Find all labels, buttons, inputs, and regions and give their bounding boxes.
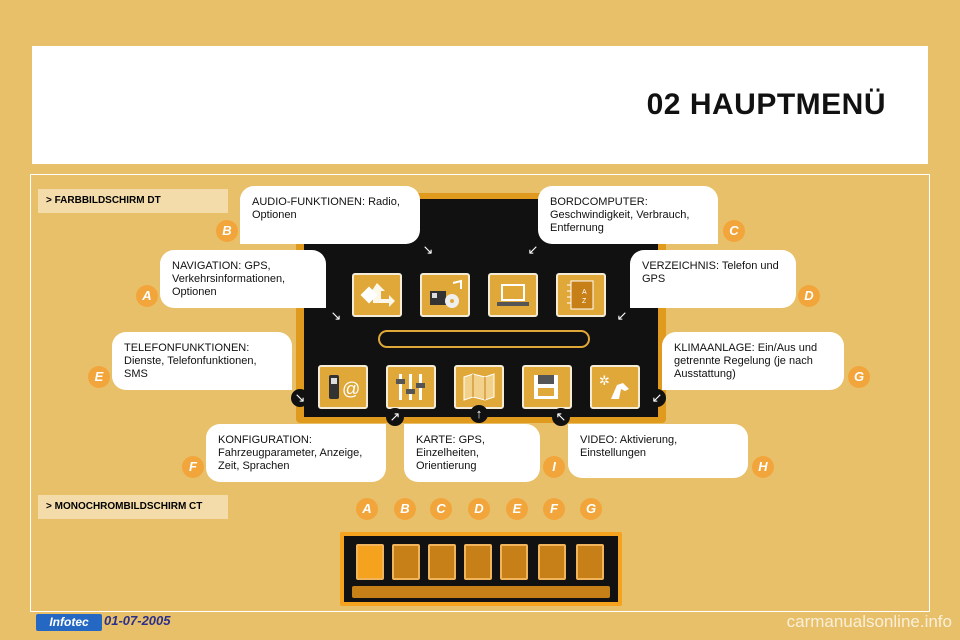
video-icon[interactable] (522, 365, 572, 409)
badge-a: A (136, 285, 158, 307)
watermark: carmanualsonline.info (786, 612, 952, 631)
badge-h: H (752, 456, 774, 478)
callout-audio: AUDIO-FUNKTIONEN: Radio, Optionen (240, 186, 420, 244)
mono-telefon-icon[interactable] (500, 544, 528, 580)
header-panel (32, 46, 928, 164)
footer-logo: Infotec (36, 614, 102, 631)
svg-text:@: @ (342, 379, 360, 399)
callout-klima: KLIMAANLAGE: Ein/Aus und getrennte Regel… (662, 332, 844, 390)
callout-video: VIDEO: Aktivierung, Einstellungen (568, 424, 748, 478)
mono-badge-c: C (430, 498, 452, 520)
section-tag-color: > FARBBILDSCHIRM DT (38, 189, 228, 213)
mono-navigation-icon[interactable] (356, 544, 384, 580)
mono-konfiguration-icon[interactable] (538, 544, 566, 580)
badge-g: G (848, 366, 870, 388)
badge-i: I (543, 456, 565, 478)
audio-icon[interactable] (420, 273, 470, 317)
pointer-klima: ↙ (648, 389, 666, 407)
mono-audio-icon[interactable] (392, 544, 420, 580)
svg-text:Z: Z (582, 298, 587, 305)
badge-d: D (798, 285, 820, 307)
pointer-verzeichnis: ↙ (613, 307, 631, 325)
svg-text:✲: ✲ (599, 374, 610, 389)
mono-badge-g: G (580, 498, 602, 520)
mono-screen (340, 532, 622, 606)
mono-badge-e: E (506, 498, 528, 520)
badge-c: C (723, 220, 745, 242)
svg-text:A: A (582, 289, 587, 296)
section-tag-mono: > MONOCHROMBILDSCHIRM CT (38, 495, 228, 519)
pointer-bordcomputer: ↙ (524, 241, 542, 259)
mono-status-bar (352, 586, 610, 598)
laptop-icon[interactable] (488, 273, 538, 317)
callout-navigation: NAVIGATION: GPS, Verkehrsinformationen, … (160, 250, 326, 308)
mono-bordcomputer-icon[interactable] (428, 544, 456, 580)
climate-icon[interactable]: ✲ (590, 365, 640, 409)
map-icon[interactable] (454, 365, 504, 409)
pointer-telefon: ↘ (291, 389, 309, 407)
status-bar (378, 330, 590, 348)
settings-sliders-icon[interactable] (386, 365, 436, 409)
callout-bordcomputer: BORDCOMPUTER: Geschwindigkeit, Verbrauch… (538, 186, 718, 244)
pointer-video: ↖ (552, 408, 570, 426)
badge-e: E (88, 366, 110, 388)
badge-f: F (182, 456, 204, 478)
mono-klima-icon[interactable] (576, 544, 604, 580)
callout-karte: KARTE: GPS, Einzelheiten, Orientierung (404, 424, 540, 482)
phone-icon[interactable]: @ (318, 365, 368, 409)
page-title: 02 HAUPTMENÜ (646, 88, 886, 121)
mono-badge-b: B (394, 498, 416, 520)
mono-verzeichnis-icon[interactable] (464, 544, 492, 580)
mono-badge-d: D (468, 498, 490, 520)
pointer-audio: ↘ (419, 241, 437, 259)
pointer-konfiguration: ↗ (386, 408, 404, 426)
callout-telefon: TELEFONFUNKTIONEN: Dienste, Telefonfunkt… (112, 332, 292, 390)
callout-konfiguration: KONFIGURATION: Fahrzeugparameter, Anzeig… (206, 424, 386, 482)
navigation-icon[interactable] (352, 273, 402, 317)
footer-date: 01-07-2005 (104, 613, 171, 628)
mono-screen-display (344, 536, 618, 602)
mono-badge-a: A (356, 498, 378, 520)
callout-verzeichnis: VERZEICHNIS: Telefon und GPS (630, 250, 796, 308)
mono-badge-f: F (543, 498, 565, 520)
content-panel (30, 174, 930, 612)
badge-b: B (216, 220, 238, 242)
pointer-navigation: ↘ (327, 307, 345, 325)
pointer-karte: ↑ (470, 405, 488, 423)
